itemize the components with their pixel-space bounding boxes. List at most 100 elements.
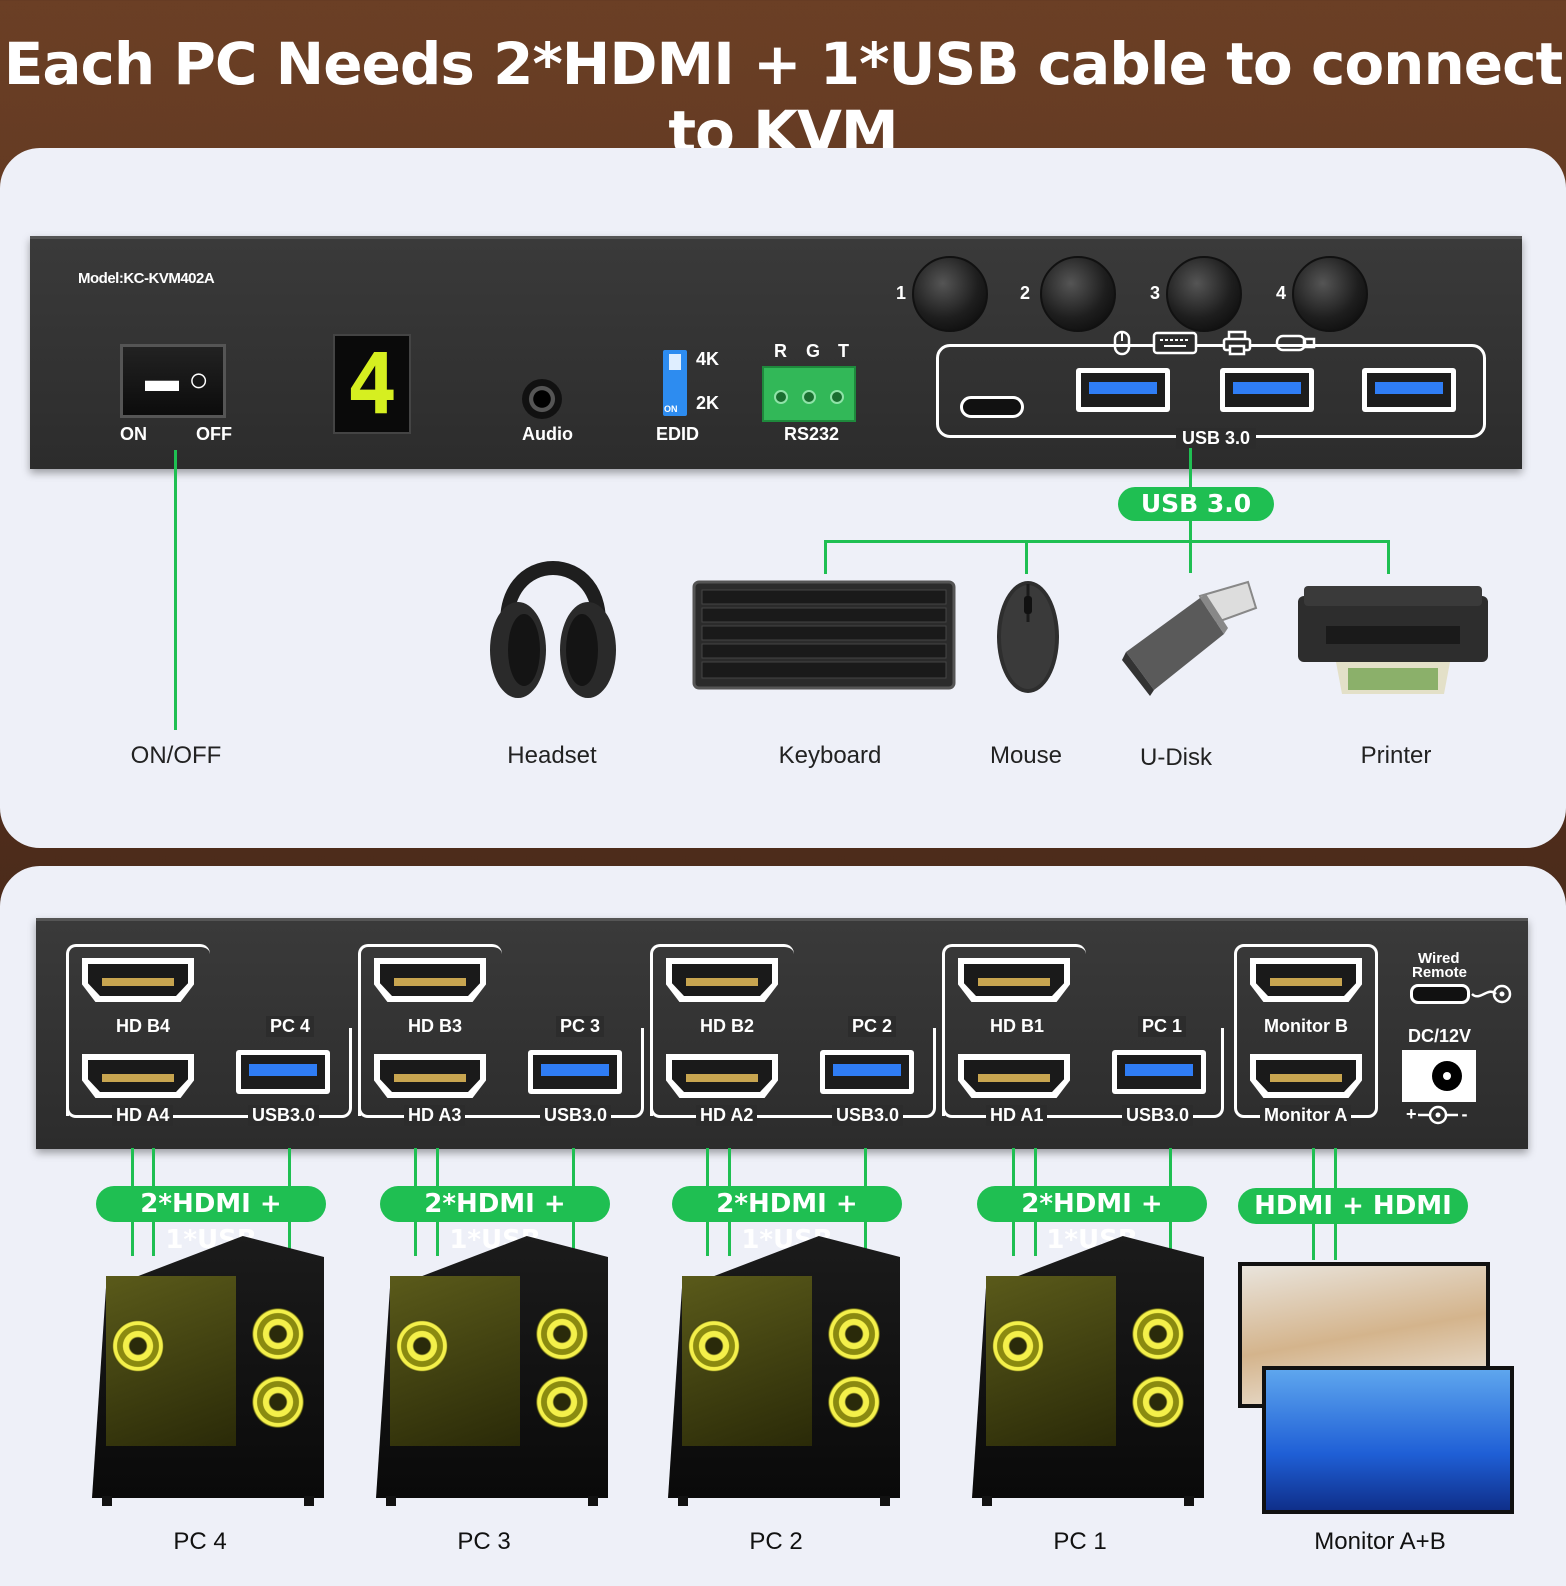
pc4-label: PC 4 xyxy=(173,1528,227,1555)
rs232-label: RS232 xyxy=(784,424,840,444)
pc1-tower-image xyxy=(972,1236,1204,1506)
hdmi-b1-port xyxy=(958,958,1070,1002)
printer-drop-line xyxy=(1387,540,1390,574)
hdmi-b4-port xyxy=(82,958,194,1002)
pc2-label: PC 2 xyxy=(749,1528,803,1555)
hdmi-a1-port xyxy=(958,1054,1070,1098)
hdmi-b2-port xyxy=(666,958,778,1002)
usb-pc4-label: USB3.0 xyxy=(248,1105,320,1126)
usb-pc3-label: USB3.0 xyxy=(540,1105,612,1126)
power-caption: ON/OFF xyxy=(130,742,222,769)
usb-pc2-port xyxy=(820,1050,914,1094)
hd-a4-label: HD A4 xyxy=(112,1105,174,1126)
usb-a-port-keyboard xyxy=(1220,368,1314,412)
usb-pc1-label: USB3.0 xyxy=(1122,1105,1194,1126)
edid-2k-label: 2K xyxy=(696,393,720,413)
rs232-pin-t: T xyxy=(838,341,849,361)
polarity-icon xyxy=(1418,1105,1458,1125)
power-off-label: OFF xyxy=(196,424,232,444)
edid-4k-label: 4K xyxy=(696,349,720,369)
edid-dip-switch[interactable]: ON xyxy=(663,350,687,416)
pc3-cable-pill: 2*HDMI + 1*USB xyxy=(380,1186,610,1255)
monitor-cable-pill: HDMI + HDMI xyxy=(1238,1188,1468,1224)
u-disk-label: U-Disk xyxy=(1140,744,1212,771)
button-4-label: 4 xyxy=(1276,283,1287,303)
kvm-front-panel xyxy=(30,236,1522,469)
usb-pc3-port xyxy=(528,1050,622,1094)
hdmi-a2-port xyxy=(666,1054,778,1098)
usb-a-port-printer xyxy=(1362,368,1456,412)
pc2-port-group-lower xyxy=(650,1028,936,1118)
hd-a3-label: HD A3 xyxy=(404,1105,466,1126)
dc-label: DC/12V xyxy=(1408,1026,1472,1046)
remote-cable-icon xyxy=(1471,984,1512,1004)
keyboard-label: Keyboard xyxy=(778,742,882,769)
usb-pc4-port xyxy=(236,1050,330,1094)
pc4-tower-image xyxy=(92,1236,324,1506)
dip-on-label: ON xyxy=(664,404,678,414)
pc1-port-group-lower xyxy=(942,1028,1224,1118)
select-pc-4-button[interactable] xyxy=(1292,256,1368,332)
mouse-label: Mouse xyxy=(989,742,1063,769)
monitor-b-label: Monitor B xyxy=(1264,1016,1348,1036)
hdmi-a4-port xyxy=(82,1054,194,1098)
pc3-label: PC 3 xyxy=(457,1528,511,1555)
mouse-icon xyxy=(1113,330,1131,356)
usb-bus-line xyxy=(824,540,1390,543)
power-connector-line xyxy=(174,450,177,730)
hdmi-a3-port xyxy=(374,1054,486,1098)
audio-jack xyxy=(522,379,562,419)
hd-a1-label: HD A1 xyxy=(986,1105,1048,1126)
model-label: Model:KC-KVM402A xyxy=(78,270,215,287)
remote-port xyxy=(1410,984,1470,1004)
hd-b1-label: HD B1 xyxy=(990,1016,1045,1036)
button-3-label: 3 xyxy=(1150,283,1161,303)
usb3-label: USB 3.0 xyxy=(1176,428,1257,449)
button-2-label: 2 xyxy=(1020,283,1031,303)
usb-drive-icon xyxy=(1275,334,1316,352)
monitor-a-image xyxy=(1262,1366,1514,1514)
mouse-drop-line xyxy=(1025,540,1028,574)
mouse-image xyxy=(997,581,1059,693)
pc2-cable-pill: 2*HDMI + 1*USB xyxy=(672,1186,902,1255)
select-pc-3-button[interactable] xyxy=(1166,256,1242,332)
hd-b2-label: HD B2 xyxy=(700,1016,755,1036)
pc1-label: PC 1 xyxy=(1053,1528,1107,1555)
page-title: Each PC Needs 2*HDMI + 1*USB cable to co… xyxy=(3,30,1563,166)
hdmi-monitor-b-port xyxy=(1250,958,1362,1002)
keyboard-image xyxy=(692,580,956,690)
pc3-tower-image xyxy=(376,1236,608,1506)
headset-label: Headset xyxy=(507,742,597,769)
hd-b4-label: HD B4 xyxy=(116,1016,171,1036)
wired-remote-label-1: Wired xyxy=(1418,950,1460,967)
hdmi-monitor-a-port xyxy=(1250,1054,1362,1098)
usb-pc1-port xyxy=(1112,1050,1206,1094)
usb-connector-line xyxy=(1189,448,1192,488)
monitors-label: Monitor A+B xyxy=(1314,1528,1446,1555)
printer-image xyxy=(1298,586,1488,694)
pc4-port-label: PC 4 xyxy=(266,1016,315,1037)
power-on-label: ON xyxy=(120,424,147,444)
select-pc-2-button[interactable] xyxy=(1040,256,1116,332)
pc1-cable-pill: 2*HDMI + 1*USB xyxy=(977,1186,1207,1255)
pc4-cable-pill: 2*HDMI + 1*USB xyxy=(96,1186,326,1255)
hd-b3-label: HD B3 xyxy=(408,1016,463,1036)
u-disk-image xyxy=(1122,580,1258,696)
select-pc-1-button[interactable] xyxy=(912,256,988,332)
pc2-port-label: PC 2 xyxy=(848,1016,897,1037)
keyboard-icon xyxy=(1152,331,1198,355)
pc4-port-group-lower xyxy=(66,1028,352,1118)
rs232-terminal xyxy=(762,366,856,422)
rs232-pin-r: R xyxy=(774,341,787,361)
polarity-label: + - xyxy=(1406,1104,1468,1124)
usb3-pill: USB 3.0 xyxy=(1118,487,1274,521)
rs232-pin-g: G xyxy=(806,341,821,361)
channel-display: 4 xyxy=(333,334,411,434)
monitor-a-label: Monitor A xyxy=(1260,1105,1352,1126)
edid-label: EDID xyxy=(656,424,700,444)
audio-label: Audio xyxy=(522,424,573,444)
printer-icon xyxy=(1222,330,1252,356)
power-switch[interactable]: ▬ ○ xyxy=(120,344,226,418)
usb-c-port xyxy=(960,396,1024,418)
pc3-port-group-lower xyxy=(358,1028,644,1118)
